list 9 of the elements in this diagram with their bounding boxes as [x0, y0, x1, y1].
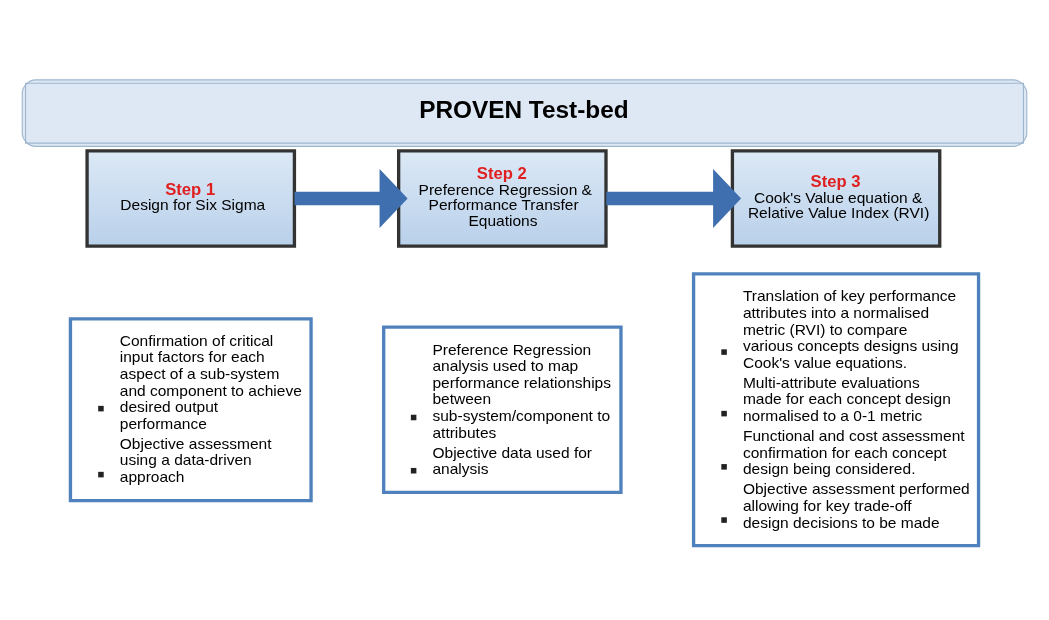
node-box: Translation of key performance attributes into a normalised metric (RVI) to compare various concepts designs using Cook's value equations. Multi-attribute evaluations made for each concept design normalised to a 0-1 metric Functional and cost assessment confirmation for each concept design being considered. Objective assessment performed allowing for key trade-off design decisions to be made: [691, 271, 981, 547]
arrow: [294, 168, 408, 228]
node-box: Step 1 Design for Six Sigma: [85, 148, 297, 248]
node-box: Preference Regression analysis used to map performance relationships between sub-system/component to attributes Objective data used for analysis: [382, 324, 623, 494]
arrow: [606, 168, 742, 228]
node-box: Confirmation of critical input factors for each aspect of a sub-system and component to achieve desired output performance Objective assessment using a data-driven approach: [68, 316, 313, 502]
node-box: Step 3 Cook's Value equation & Relative Value Index (RVI): [730, 148, 942, 248]
diagram-title: PROVEN Test-bed: [419, 95, 629, 123]
node-box: Step 2 Preference Regression & Performance Transfer Equations: [397, 148, 608, 248]
